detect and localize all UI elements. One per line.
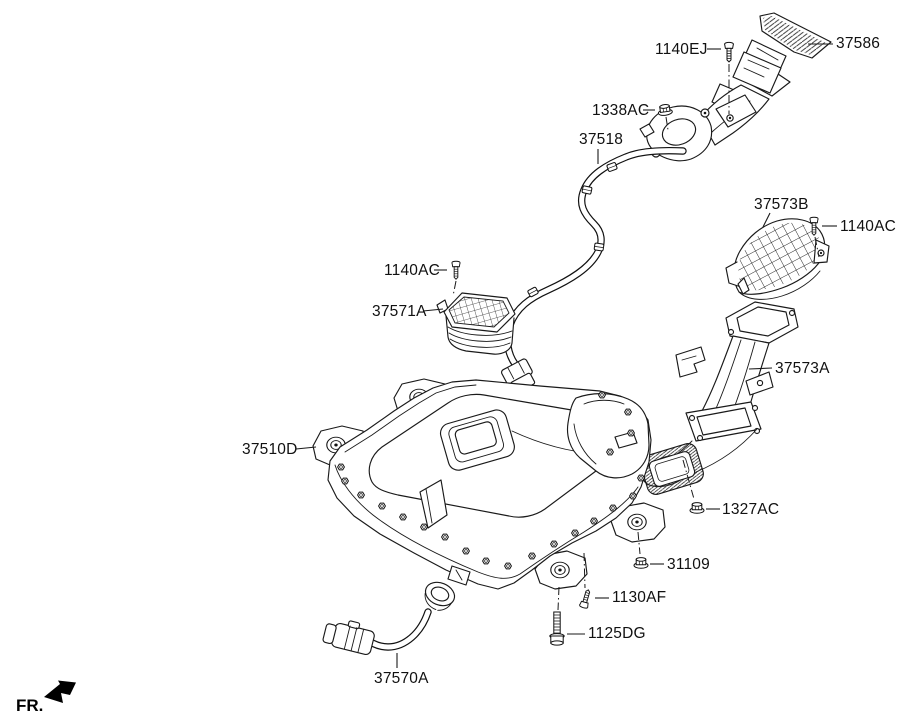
duct-cover-37573B xyxy=(725,218,830,300)
callout-37586: 37586 xyxy=(836,35,881,52)
module-37571A xyxy=(436,292,516,355)
bolt-icon xyxy=(549,611,565,646)
cable-connector-round xyxy=(424,581,456,611)
battery-pack-37510D xyxy=(312,378,666,590)
nut-icon xyxy=(633,557,649,569)
front-direction-arrow-icon xyxy=(44,680,76,703)
callout-37570A: 37570A xyxy=(374,670,429,687)
wiring-37518 xyxy=(501,146,687,394)
callout-1140AC-right: 1140AC xyxy=(840,218,897,235)
bolt-icon xyxy=(724,41,734,63)
callout-1140EJ: 1140EJ xyxy=(655,41,708,58)
callout-1140AC-left: 1140AC xyxy=(384,262,441,279)
callout-1125DG: 1125DG xyxy=(588,625,646,642)
mount-grommet-icon xyxy=(550,561,570,579)
cable-clip-icon xyxy=(581,185,593,195)
callout-37571A: 37571A xyxy=(372,303,427,320)
callout-37573B: 37573B xyxy=(754,196,809,213)
callout-1327AC: 1327AC xyxy=(722,501,780,518)
nut-icon xyxy=(689,502,705,514)
fr-orientation-label: FR. xyxy=(16,696,44,715)
bolt-icon xyxy=(578,588,593,610)
callout-lines xyxy=(295,41,837,668)
cable-connector-box xyxy=(322,620,375,655)
callout-37510D: 37510D xyxy=(242,441,298,458)
inlet-duct-arm xyxy=(699,51,782,146)
callout-1130AF: 1130AF xyxy=(612,589,667,606)
mount-grommet-icon xyxy=(627,513,647,531)
callout-37573A: 37573A xyxy=(775,360,830,377)
cable-37570A xyxy=(322,581,456,655)
callout-37518: 37518 xyxy=(579,131,624,148)
cable-clip-icon xyxy=(593,242,605,252)
bolt-icon xyxy=(451,260,461,280)
callout-1338AC: 1338AC xyxy=(592,102,650,119)
callout-31109: 31109 xyxy=(667,556,710,573)
duct-gasket xyxy=(640,443,704,495)
nut-icon xyxy=(656,103,674,117)
pack-top-port xyxy=(439,409,515,471)
